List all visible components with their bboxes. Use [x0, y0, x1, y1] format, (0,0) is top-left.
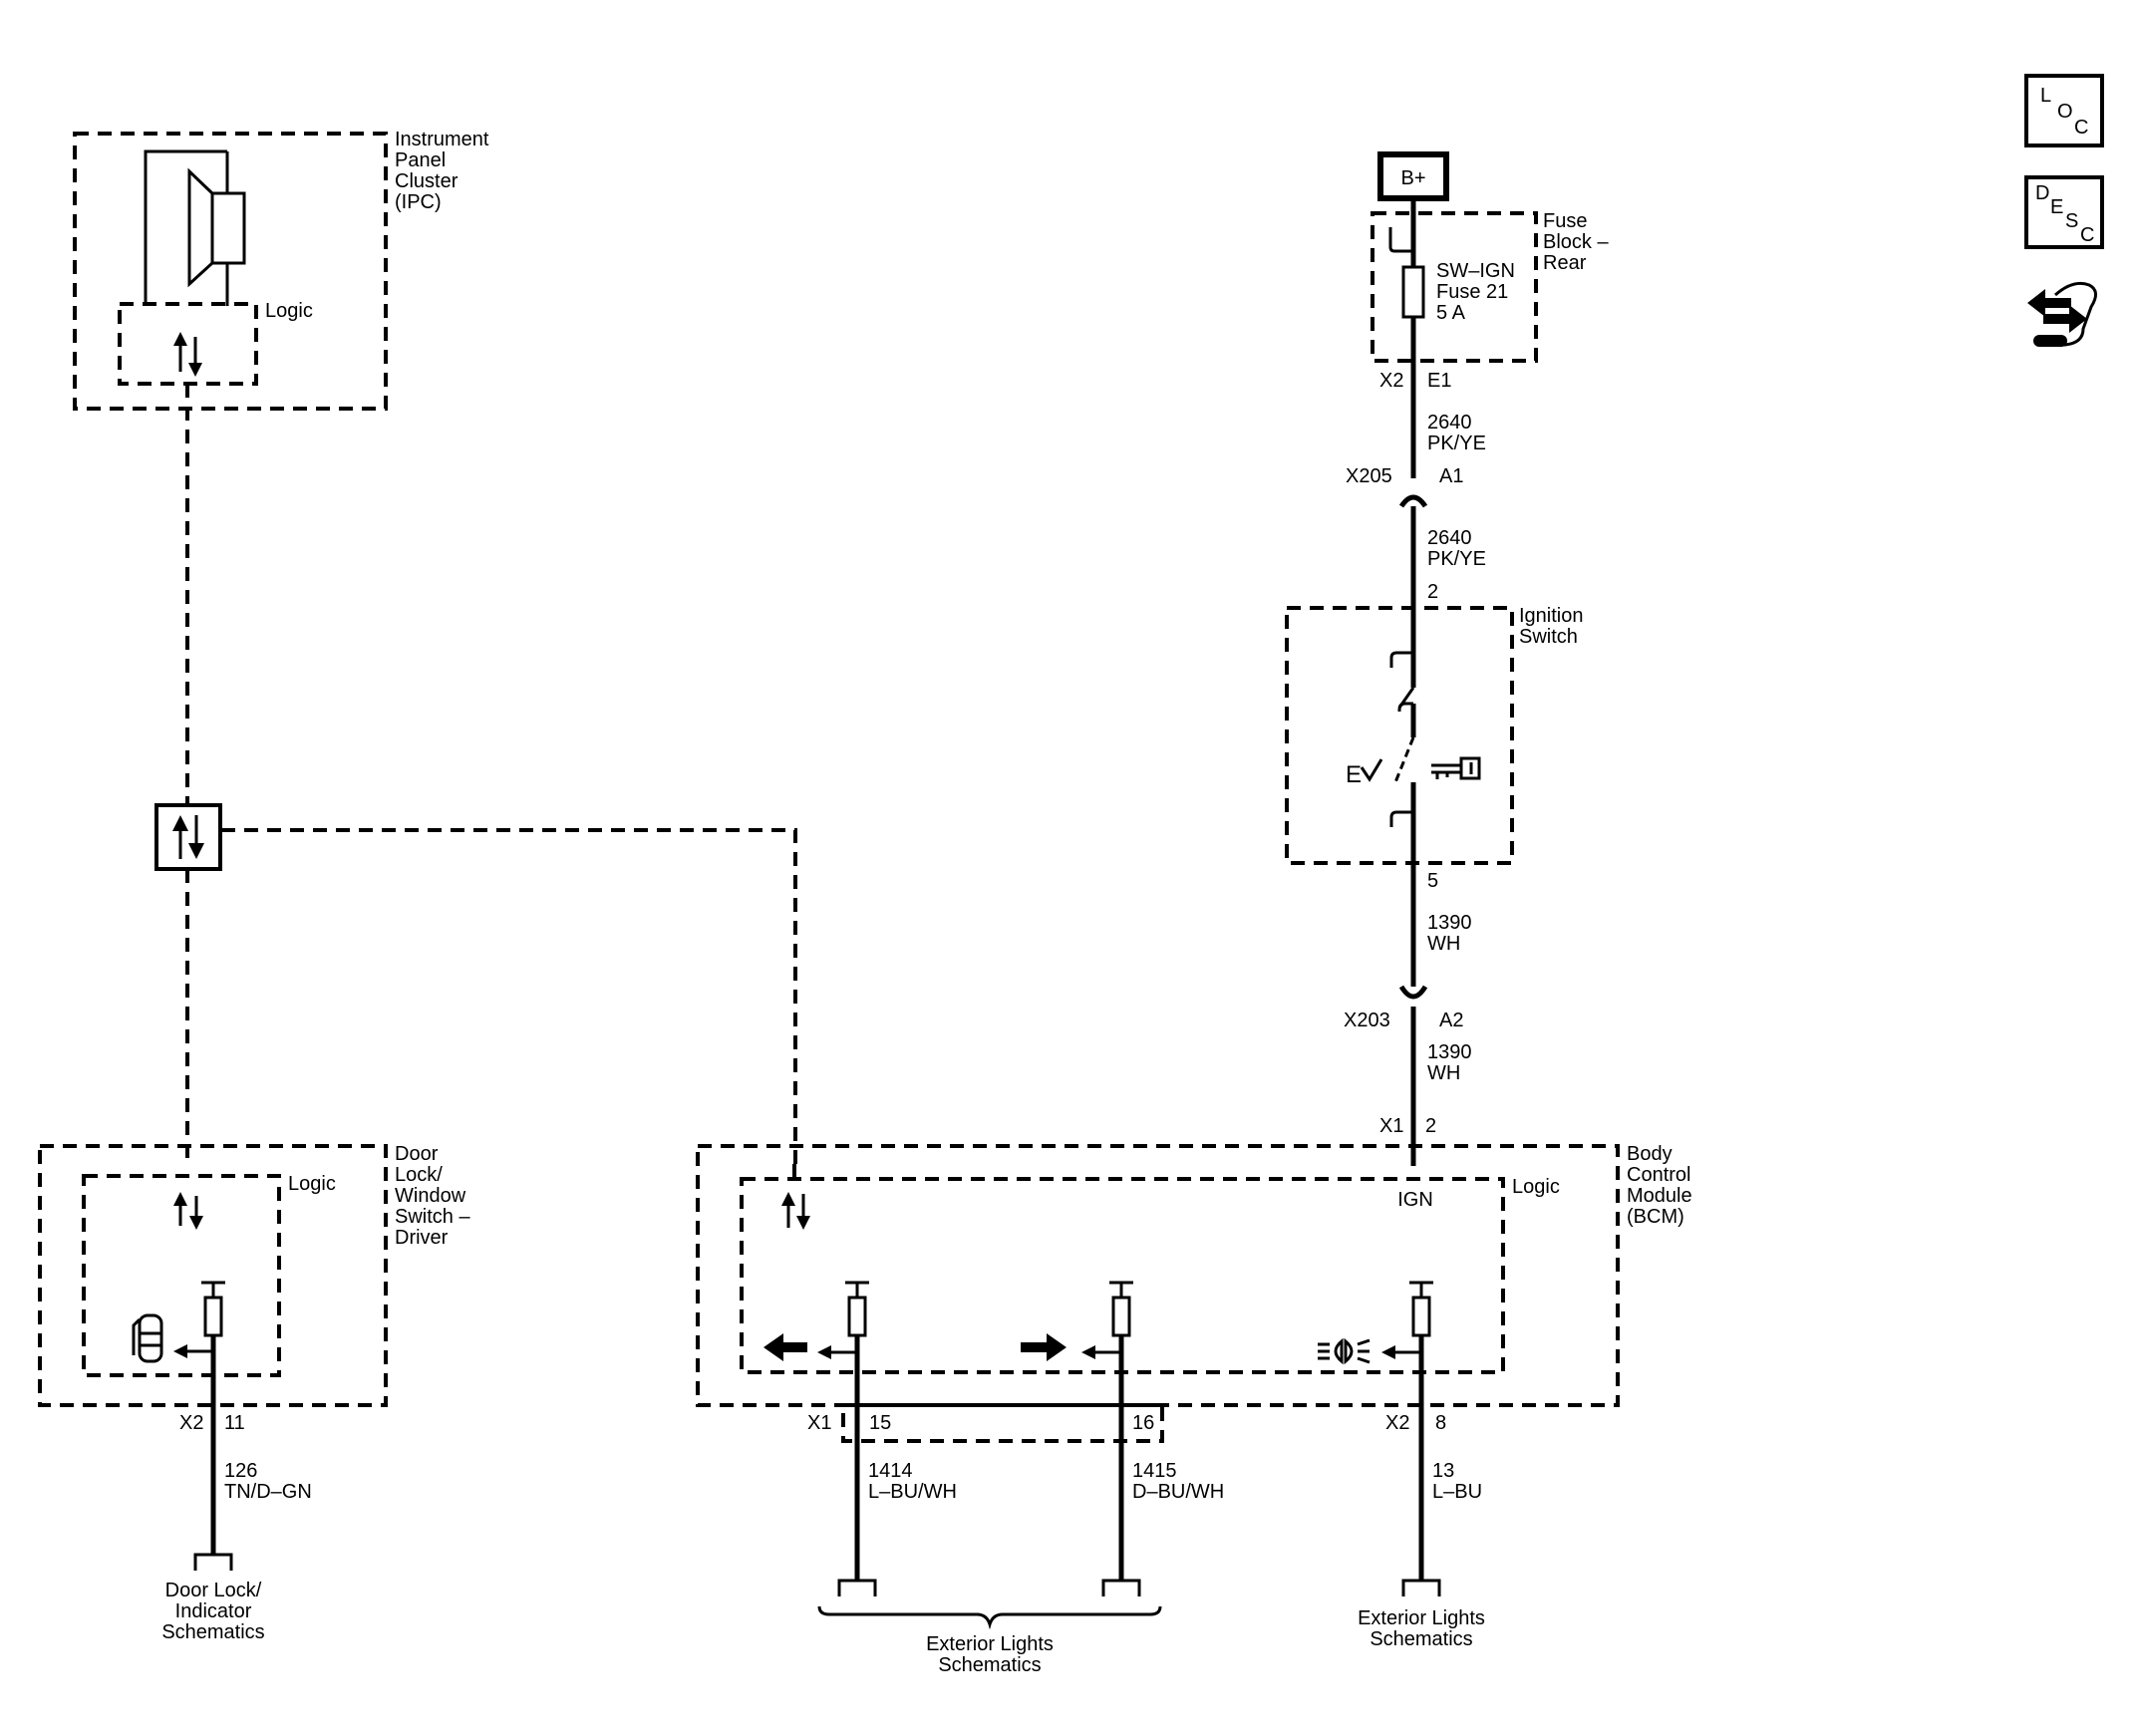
ipc-logic-box: [118, 302, 258, 386]
door-lock-indicator-driver: [173, 1281, 225, 1358]
serial-data-lines: [185, 384, 797, 1164]
bcm-x1-connector-group: [841, 1403, 1164, 1443]
right-turn-arrow-icon: [1021, 1333, 1067, 1361]
battery-terminal: [1377, 151, 1449, 201]
left-turn-driver: [763, 1281, 869, 1361]
fuse-21-icon: [1401, 265, 1425, 319]
ipc-logic-label: Logic: [265, 300, 313, 322]
key-icon: [1431, 756, 1481, 780]
desc-button[interactable]: D E S C: [2024, 175, 2104, 249]
bcm-pin-16: 16: [1132, 1412, 1154, 1434]
loc-letter-l: L: [2040, 85, 2051, 107]
loc-button[interactable]: L O C: [2024, 74, 2104, 147]
headlamp-icon: [1318, 1337, 1371, 1365]
right-turn-driver: [1021, 1281, 1133, 1361]
door-switch-logic-box: [82, 1174, 281, 1377]
loc-letter-c: C: [2074, 117, 2088, 139]
connector-x205: [1398, 494, 1428, 508]
loc-letter-o: O: [2057, 101, 2073, 123]
door-pin-11: 11: [224, 1412, 245, 1434]
bcm-logic-label: Logic: [1512, 1176, 1560, 1198]
battery-label: B+: [1400, 167, 1425, 189]
exterior-lights-driver: [1318, 1281, 1433, 1365]
door-lock-reference-connector: [193, 1553, 233, 1571]
desc-letter-d: D: [2035, 182, 2049, 204]
bcm-ign-label: IGN: [1397, 1189, 1433, 1211]
door-x2-label: X2: [179, 1412, 203, 1434]
fuse-e1-label: E1: [1427, 370, 1451, 392]
bcm-boundary: [696, 1144, 1620, 1407]
data-arrows-icon: [173, 1192, 203, 1230]
desc-letter-e: E: [2050, 196, 2063, 218]
bcm-pin-15: 15: [869, 1412, 891, 1434]
fuse-x2-label: X2: [1379, 370, 1403, 392]
data-arrows-icon: [173, 332, 202, 377]
desc-letter-c: C: [2080, 224, 2094, 246]
bcm-x1-top-label: X1: [1379, 1115, 1403, 1137]
ignition-pin-5: 5: [1427, 870, 1438, 892]
ext-lights-left-connector-16: [1101, 1579, 1141, 1596]
ignition-pin-2: 2: [1427, 581, 1438, 603]
connector-x203: [1398, 985, 1428, 1000]
speaker-icon: [144, 149, 246, 306]
x203-label: X203: [1344, 1010, 1390, 1031]
ext-lights-brace: [817, 1605, 1162, 1630]
ipc-boundary: [73, 132, 388, 411]
data-arrows-icon: [781, 1192, 810, 1230]
ev-icon: E: [1346, 758, 1383, 788]
bcm-pin-2: 2: [1425, 1115, 1436, 1137]
bcm-x2-label: X2: [1385, 1412, 1409, 1434]
serial-data-splice: [154, 803, 222, 871]
desc-letter-s: S: [2065, 210, 2078, 232]
door-switch-boundary: [38, 1144, 388, 1407]
x205-pin: A1: [1439, 465, 1463, 487]
ignition-switch-boundary: [1285, 606, 1514, 865]
svg-text:E: E: [1346, 761, 1362, 788]
bcm-pin-8: 8: [1435, 1412, 1446, 1434]
door-switch-logic-label: Logic: [288, 1173, 336, 1195]
door-lock-icon: [132, 1313, 163, 1363]
bcm-x1-bottom-label: X1: [807, 1412, 831, 1434]
ext-lights-left-connector-15: [837, 1579, 877, 1596]
x203-pin: A2: [1439, 1010, 1463, 1031]
x205-label: X205: [1346, 465, 1392, 487]
ext-lights-right-connector: [1401, 1579, 1441, 1596]
left-turn-arrow-icon: [763, 1333, 807, 1361]
navigation-arrows-icon[interactable]: [2027, 281, 2097, 347]
fuse-block-boundary: [1371, 211, 1538, 363]
